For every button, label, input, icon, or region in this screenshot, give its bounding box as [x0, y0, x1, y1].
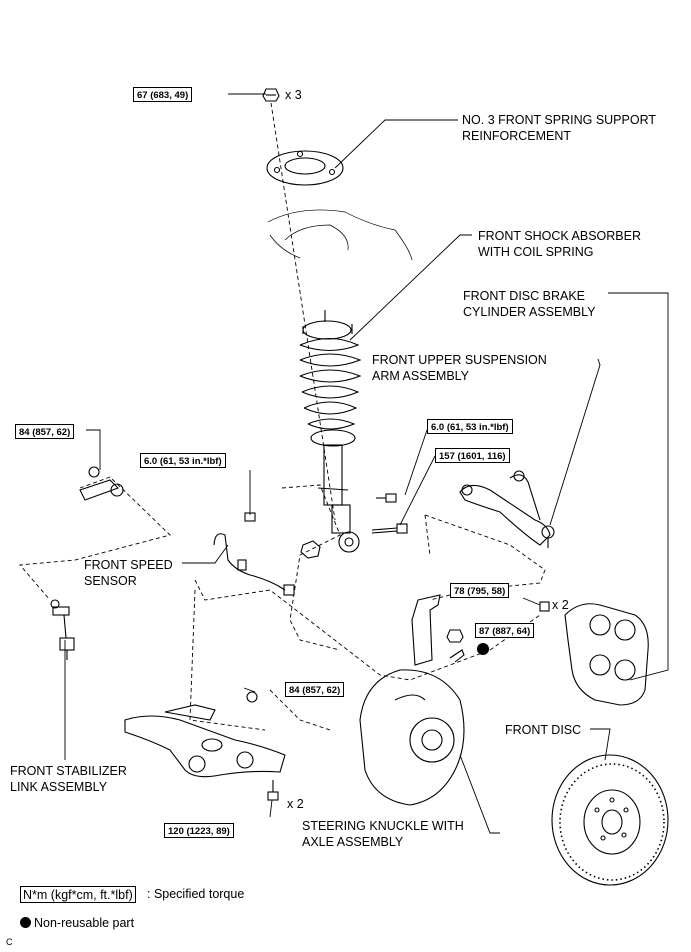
- legend-torque-desc: : Specified torque: [147, 887, 245, 901]
- label-upper-arm: FRONT UPPER SUSPENSION ARM ASSEMBLY: [372, 353, 547, 383]
- torque-knuckle-nut: 87 (887, 64): [475, 623, 535, 638]
- label-front-disc: FRONT DISC: [505, 723, 582, 737]
- steering-knuckle: [359, 594, 465, 806]
- corner-code: C: [6, 937, 13, 947]
- label-shock-absorber: FRONT SHOCK ABSORBER WITH COIL SPRING: [478, 229, 641, 259]
- torque-top-nut: 67 (683, 49): [133, 87, 193, 102]
- label-steering-knuckle: STEERING KNUCKLE WITH AXLE ASSEMBLY: [302, 819, 464, 849]
- non-reusable-dot-icon: [20, 917, 31, 928]
- front-disc: [551, 754, 669, 886]
- top-nut: [262, 88, 280, 102]
- stabilizer-link: [50, 599, 75, 660]
- legend-non-reusable: Non-reusable part: [20, 915, 134, 931]
- label-spring-support: NO. 3 FRONT SPRING SUPPORT REINFORCEMENT: [462, 113, 657, 143]
- alignment-lines: [19, 102, 546, 731]
- stabilizer-bar: [79, 466, 124, 501]
- label-brake-cylinder: FRONT DISC BRAKE CYLINDER ASSEMBLY: [463, 289, 596, 319]
- spring-support-reinforcement: [266, 150, 344, 186]
- torque-lower-arm-nut: 84 (857, 62): [285, 682, 345, 697]
- lower-suspension-arm: [124, 691, 286, 778]
- torque-lower-bolt: 120 (1223, 89): [164, 823, 234, 838]
- lower-bolt: [267, 780, 279, 801]
- label-stabilizer-link: FRONT STABILIZER LINK ASSEMBLY: [10, 764, 127, 794]
- multiplier-lower-bolt: x 2: [287, 797, 304, 811]
- brake-caliper: [539, 601, 649, 706]
- torque-shock-bolt-small: 6.0 (61, 53 in.*lbf): [427, 419, 513, 434]
- multiplier-top-nut: x 3: [285, 88, 302, 102]
- legend-non-reusable-text: Non-reusable part: [34, 916, 135, 930]
- multiplier-caliper-bolt: x 2: [552, 598, 569, 612]
- torque-shock-bolt: 157 (1601, 116): [435, 448, 510, 463]
- leader-lines: [64, 93, 669, 834]
- knuckle-nut: [446, 629, 490, 663]
- speed-sensor: [213, 512, 295, 596]
- torque-stab-nut: 84 (857, 62): [15, 424, 75, 439]
- shock-absorber: [299, 310, 362, 553]
- torque-caliper-bolt: 78 (795, 58): [450, 583, 510, 598]
- torque-sensor-bolt: 6.0 (61, 53 in.*lbf): [140, 453, 226, 468]
- legend-torque-unit: N*m (kgf*cm, ft.*lbf): [20, 886, 136, 903]
- upper-suspension-arm: [459, 470, 555, 548]
- label-speed-sensor: FRONT SPEED SENSOR: [84, 558, 173, 588]
- shock-bolts: [300, 493, 408, 559]
- body-mount: [267, 209, 413, 261]
